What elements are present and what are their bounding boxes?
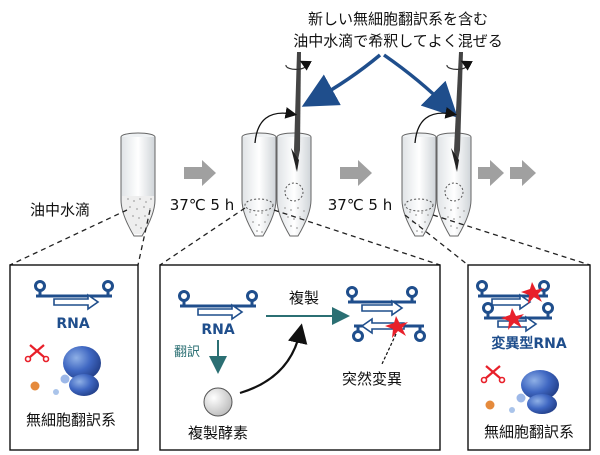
replicase-icon bbox=[203, 387, 233, 417]
panel-left bbox=[9, 264, 139, 451]
ribosome-icon-right bbox=[485, 370, 559, 414]
label-incubation-2: 37℃ 5 h bbox=[328, 196, 393, 214]
process-arrow-3 bbox=[478, 160, 504, 186]
label-cell-free-system-right: 無細胞翻訳系 bbox=[484, 423, 574, 441]
panel-right bbox=[467, 264, 591, 451]
process-arrow-4 bbox=[510, 160, 536, 186]
label-cell-free-system-left: 無細胞翻訳系 bbox=[26, 411, 116, 429]
mix-arrow-right bbox=[383, 53, 458, 118]
label-rna-center: RNA bbox=[201, 322, 234, 338]
zoom-lines bbox=[9, 207, 591, 266]
pipette-2 bbox=[414, 52, 473, 172]
label-incubation-1: 37℃ 5 h bbox=[170, 196, 235, 214]
scissors-icon-right bbox=[480, 365, 506, 384]
label-rna-left: RNA bbox=[56, 316, 89, 332]
rna-icon-center bbox=[178, 290, 258, 321]
tube-new-system-2 bbox=[436, 132, 472, 237]
tube-new-system-1 bbox=[276, 132, 312, 237]
mutation-pointer bbox=[381, 333, 397, 365]
rna-icon-left bbox=[34, 280, 114, 311]
mix-arrow-left bbox=[301, 53, 382, 107]
mutation-mark-right-1 bbox=[521, 282, 544, 304]
label-mutant-rna: 変異型RNA bbox=[491, 335, 566, 352]
scissors-icon-left bbox=[24, 344, 50, 363]
tube-initial bbox=[120, 132, 156, 237]
top-caption-line2: 油中水滴で希釈してよく混ぜる bbox=[293, 32, 503, 50]
mutation-mark-right-2 bbox=[501, 308, 524, 330]
tube-incubated-1 bbox=[241, 132, 277, 237]
mutation-mark-center bbox=[385, 316, 408, 338]
label-replicase: 複製酵素 bbox=[188, 424, 248, 442]
ribosome-icon-left bbox=[30, 346, 101, 396]
tube-incubated-2 bbox=[401, 132, 437, 237]
label-translation: 翻訳 bbox=[174, 345, 200, 360]
process-arrow-1 bbox=[184, 160, 216, 186]
pipette-1 bbox=[254, 52, 312, 172]
process-arrow-2 bbox=[340, 160, 372, 186]
label-mutation: 突然変異 bbox=[342, 370, 402, 388]
label-water-in-oil-droplet: 油中水滴 bbox=[30, 201, 90, 219]
top-caption-line1: 新しい無細胞翻訳系を含む bbox=[308, 10, 488, 28]
label-replication: 複製 bbox=[289, 289, 319, 307]
replicase-action-arrow bbox=[239, 323, 308, 395]
panel-center bbox=[159, 264, 441, 451]
rna-replicated-strands bbox=[346, 286, 426, 342]
